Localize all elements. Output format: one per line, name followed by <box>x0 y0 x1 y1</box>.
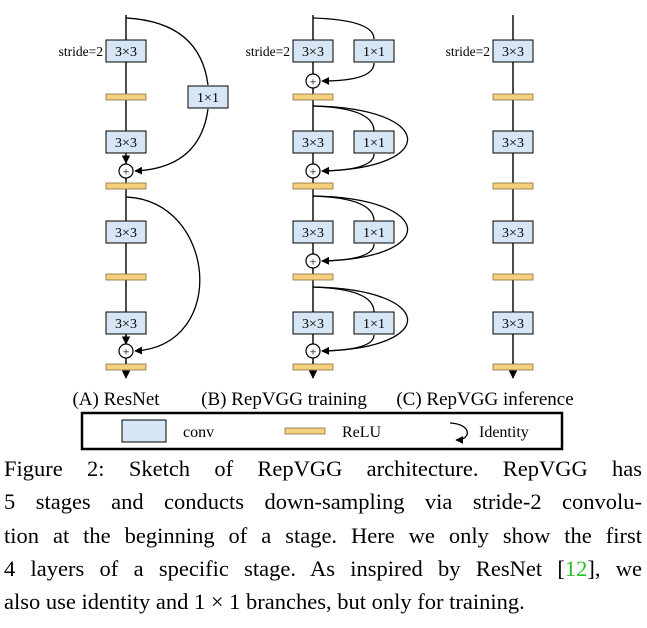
inference-conv-label: 3×3 <box>502 45 524 60</box>
resnet-add-node <box>118 343 134 359</box>
training-relu <box>292 273 334 281</box>
training-conv-3x3 <box>292 220 334 244</box>
training-branch-line <box>321 62 375 85</box>
inference-relu <box>492 273 534 281</box>
training-conv-3x3 <box>292 130 334 154</box>
training-conv-label: 1×1 <box>363 317 385 332</box>
resnet-conv-3x3 <box>105 130 147 154</box>
resnet-add-node <box>118 163 134 179</box>
column-title-repvgg-inference: (C) RepVGG inference <box>396 389 573 410</box>
resnet-conv-label: 3×3 <box>115 317 137 332</box>
training-relu <box>292 182 334 190</box>
training-branch-line <box>321 243 375 265</box>
training-conv-label: 1×1 <box>363 136 385 151</box>
inference-relu <box>492 182 534 190</box>
training-conv-label: 1×1 <box>363 226 385 241</box>
inference-conv-3x3 <box>492 220 534 244</box>
training-conv-label: 3×3 <box>302 317 324 332</box>
training-conv-1x1 <box>353 130 395 154</box>
resnet-relu <box>105 273 147 281</box>
column-title-repvgg-training: (B) RepVGG training <box>201 389 367 410</box>
training-add-node <box>305 253 321 269</box>
figure-caption: Figure 2: Sketch of RepVGG architecture.… <box>4 452 642 618</box>
caption-line: also use identity and 1 × 1 branches, bu… <box>4 589 525 615</box>
resnet-relu <box>105 363 147 371</box>
legend-conv-swatch <box>121 419 167 443</box>
repvgg-architecture-diagram: 3×3 stride=2 3×3 + 3×3 3×3 + 1×1 (A) Res… <box>59 15 574 451</box>
legend-relu-label: ReLU <box>342 424 382 441</box>
training-branch-line <box>312 105 375 132</box>
inference-conv-3x3 <box>492 130 534 154</box>
resnet-conv-label: 3×3 <box>115 136 137 151</box>
training-identity-branch <box>312 286 409 355</box>
legend-conv-label: conv <box>183 424 214 441</box>
column-title-resnet: (A) ResNet <box>72 389 160 410</box>
resnet-projection-shortcut <box>134 108 209 175</box>
caption-line: 5 stages and conducts down-sampling via … <box>4 489 642 515</box>
training-conv-1x1 <box>353 220 395 244</box>
inference-stride-label: stride=2 <box>446 44 490 59</box>
resnet-conv-1x1 <box>187 85 229 109</box>
inference-relu <box>492 363 534 371</box>
inference-conv-label: 3×3 <box>502 226 524 241</box>
resnet-conv-label: 3×3 <box>115 45 137 60</box>
training-branch-line <box>321 334 375 355</box>
legend-identity-arrow-icon <box>449 422 468 444</box>
training-plus: + <box>310 345 317 359</box>
training-plus: + <box>310 75 317 89</box>
inference-conv-label: 3×3 <box>502 136 524 151</box>
inference-conv-label: 3×3 <box>502 317 524 332</box>
resnet-relu <box>105 93 147 101</box>
caption-line: tion at the beginning of a stage. Here w… <box>4 522 642 548</box>
inference-conv-3x3 <box>492 39 534 63</box>
caption-line-with-citation: 4 layers of a specific stage. As inspire… <box>4 552 642 585</box>
inference-relu <box>492 93 534 101</box>
training-add-node <box>305 343 321 359</box>
training-conv-label: 3×3 <box>302 45 324 60</box>
training-plus: + <box>310 165 317 179</box>
inference-conv-3x3 <box>492 311 534 335</box>
resnet-projection-shortcut <box>125 17 209 86</box>
caption-line: Figure 2: Sketch of RepVGG architecture.… <box>4 456 642 481</box>
training-conv-label: 3×3 <box>302 226 324 241</box>
resnet-conv-3x3 <box>105 311 147 335</box>
resnet-stride-label: stride=2 <box>59 44 103 59</box>
training-add-node <box>305 163 321 179</box>
training-stride-label: stride=2 <box>246 44 290 59</box>
caption-line-suffix: ], we <box>587 555 642 581</box>
column-repvgg-inference: stride=2 3×3 3×3 3×3 3×3 (C) RepVGG infe… <box>396 15 574 410</box>
resnet-conv-3x3 <box>105 220 147 244</box>
training-branch-line <box>312 286 375 313</box>
training-relu <box>292 93 334 101</box>
resnet-relu <box>105 182 147 190</box>
legend-identity-label: Identity <box>479 424 529 441</box>
training-conv-1x1 <box>353 311 395 335</box>
training-branch-line <box>312 17 375 40</box>
training-plus: + <box>310 255 317 269</box>
resnet-plus: + <box>123 165 130 179</box>
legend-relu-swatch <box>284 427 326 435</box>
resnet-identity-shortcut <box>125 196 201 355</box>
resnet-plus: + <box>123 345 130 359</box>
training-branch-line <box>312 195 375 222</box>
column-repvgg-training: stride=2 3×3 1×1 + 3×3 1×1 + 3×3 1×1 + <box>201 15 409 410</box>
caption-line: 4 layers of a specific stage. As inspire… <box>4 555 565 581</box>
resnet-conv-label: 1×1 <box>197 91 219 106</box>
training-identity-branch <box>312 195 409 265</box>
training-identity-branch <box>312 105 409 175</box>
training-conv-3x3 <box>292 311 334 335</box>
training-add-node <box>305 73 321 89</box>
training-branch-line <box>321 153 375 175</box>
training-relu <box>292 363 334 371</box>
column-resnet: 3×3 stride=2 3×3 + 3×3 3×3 + 1×1 (A) Res… <box>59 15 229 410</box>
resnet-conv-label: 3×3 <box>115 226 137 241</box>
legend: conv ReLU Identity <box>80 411 564 451</box>
training-conv-3x3 <box>292 39 334 63</box>
training-conv-1x1 <box>353 39 395 63</box>
resnet-conv-3x3-stride <box>105 39 147 63</box>
training-conv-label: 1×1 <box>363 45 385 60</box>
citation-link[interactable]: 12 <box>564 555 588 581</box>
training-conv-label: 3×3 <box>302 136 324 151</box>
